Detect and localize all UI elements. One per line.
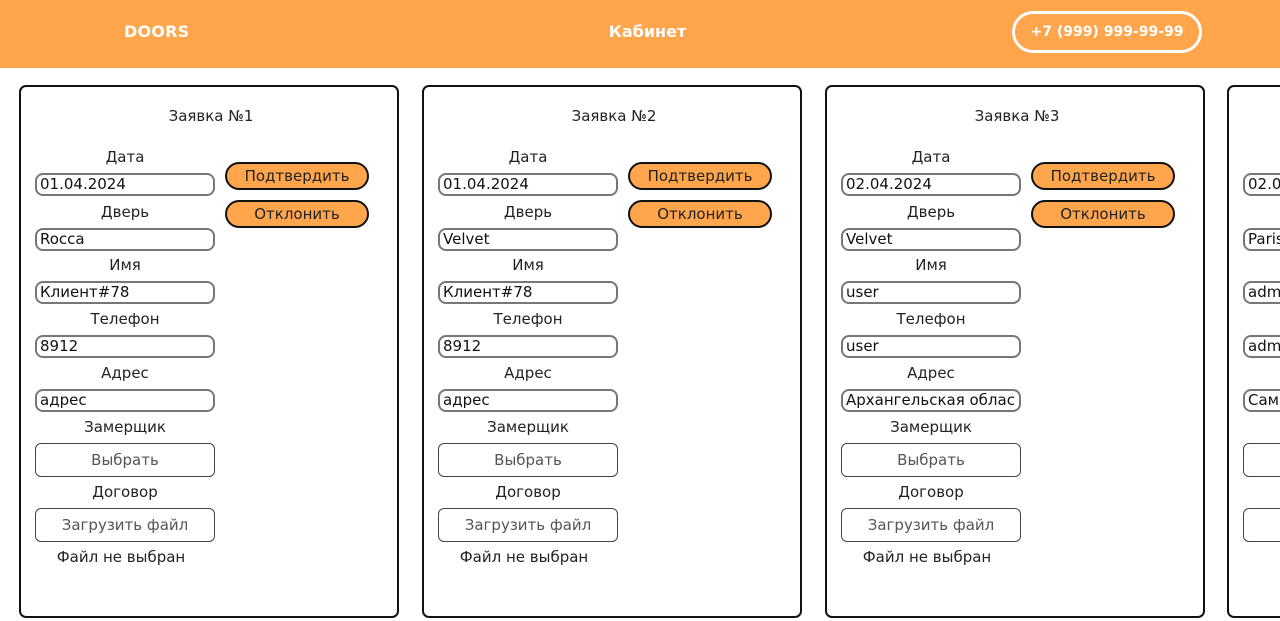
order-card: Заявка №3 Дата 02.04.2024 Дверь Velvet И… (825, 85, 1205, 618)
date-label: Дата (508, 148, 548, 166)
address-label: Адрес (504, 364, 552, 382)
measurer-select-button[interactable]: Выбрать (841, 443, 1021, 477)
upload-file-button[interactable] (1243, 508, 1280, 542)
phone-label: Телефон (896, 310, 966, 328)
phone-field[interactable]: adm (1243, 335, 1280, 358)
upload-file-button[interactable]: Загрузить файл (35, 508, 215, 542)
date-field[interactable]: 02.0 (1243, 173, 1280, 196)
door-field[interactable]: Velvet (841, 228, 1021, 251)
door-field[interactable]: Paris (1243, 228, 1280, 251)
date-label: Дата (911, 148, 951, 166)
file-status: Файл не выбран (56, 548, 186, 566)
contract-label: Договор (92, 483, 158, 501)
door-field[interactable]: Velvet (438, 228, 618, 251)
door-field[interactable]: Rocca (35, 228, 215, 251)
name-field[interactable]: Клиент#78 (438, 281, 618, 304)
phone-label: Телефон (90, 310, 160, 328)
reject-button[interactable]: Отклонить (1031, 200, 1175, 228)
header: DOORS Кабинет +7 (999) 999-99-99 (0, 0, 1280, 68)
measurer-label: Замерщик (890, 418, 972, 436)
order-card: 02.0 Paris adm adm Сама (1227, 85, 1280, 618)
name-field[interactable]: user (841, 281, 1021, 304)
address-field[interactable]: адрес (35, 389, 215, 412)
name-field[interactable]: Клиент#78 (35, 281, 215, 304)
measurer-select-button[interactable] (1243, 443, 1280, 477)
phone-button[interactable]: +7 (999) 999-99-99 (1012, 11, 1202, 53)
date-field[interactable]: 02.04.2024 (841, 173, 1021, 196)
name-label: Имя (109, 256, 141, 274)
measurer-label: Замерщик (487, 418, 569, 436)
confirm-button[interactable]: Подтвердить (628, 162, 772, 190)
phone-field[interactable]: 8912 (35, 335, 215, 358)
name-label: Имя (915, 256, 947, 274)
logo[interactable]: DOORS (124, 22, 190, 41)
measurer-select-button[interactable]: Выбрать (438, 443, 618, 477)
nav-cabinet-link[interactable]: Кабинет (608, 22, 687, 41)
file-status: Файл не выбран (459, 548, 589, 566)
phone-field[interactable]: 8912 (438, 335, 618, 358)
name-label: Имя (512, 256, 544, 274)
reject-button[interactable]: Отклонить (225, 200, 369, 228)
door-label: Дверь (906, 203, 956, 221)
address-field[interactable]: Сама (1243, 389, 1280, 412)
order-card: Заявка №1 Дата 01.04.2024 Дверь Rocca Им… (19, 85, 399, 618)
confirm-button[interactable]: Подтвердить (1031, 162, 1175, 190)
address-field[interactable]: Архангельская облас (841, 389, 1021, 412)
door-label: Дверь (503, 203, 553, 221)
measurer-label: Замерщик (84, 418, 166, 436)
phone-label: Телефон (493, 310, 563, 328)
name-field[interactable]: adm (1243, 281, 1280, 304)
upload-file-button[interactable]: Загрузить файл (438, 508, 618, 542)
reject-button[interactable]: Отклонить (628, 200, 772, 228)
contract-label: Договор (898, 483, 964, 501)
order-title: Заявка №1 (168, 107, 254, 125)
order-title: Заявка №3 (974, 107, 1060, 125)
order-card: Заявка №2 Дата 01.04.2024 Дверь Velvet И… (422, 85, 802, 618)
address-label: Адрес (101, 364, 149, 382)
date-label: Дата (105, 148, 145, 166)
confirm-button[interactable]: Подтвердить (225, 162, 369, 190)
measurer-select-button[interactable]: Выбрать (35, 443, 215, 477)
date-field[interactable]: 01.04.2024 (438, 173, 618, 196)
file-status: Файл не выбран (862, 548, 992, 566)
phone-field[interactable]: user (841, 335, 1021, 358)
door-label: Дверь (100, 203, 150, 221)
date-field[interactable]: 01.04.2024 (35, 173, 215, 196)
upload-file-button[interactable]: Загрузить файл (841, 508, 1021, 542)
order-title: Заявка №2 (571, 107, 657, 125)
contract-label: Договор (495, 483, 561, 501)
address-field[interactable]: адрес (438, 389, 618, 412)
address-label: Адрес (907, 364, 955, 382)
